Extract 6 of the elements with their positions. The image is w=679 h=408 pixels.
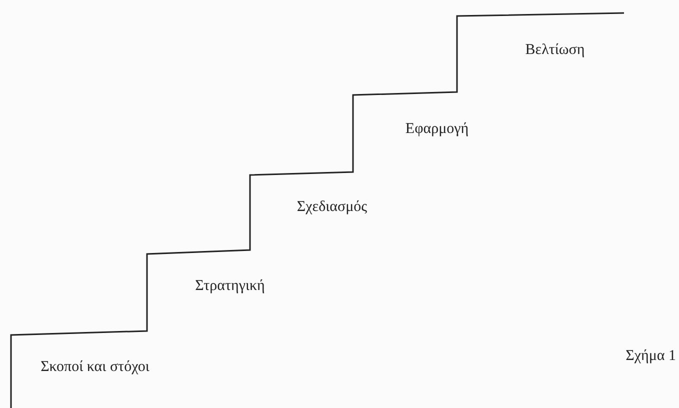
step-label: Σκοποί και στόχοι [40,358,150,377]
step-label: Στρατηγική [194,277,266,296]
step-label: Εφαρμογή [404,120,470,139]
figure-caption: Σχήμα 1 [624,347,676,366]
step-label: Σχεδιασμός [296,198,368,217]
step-label: Βελτίωση [524,41,586,60]
